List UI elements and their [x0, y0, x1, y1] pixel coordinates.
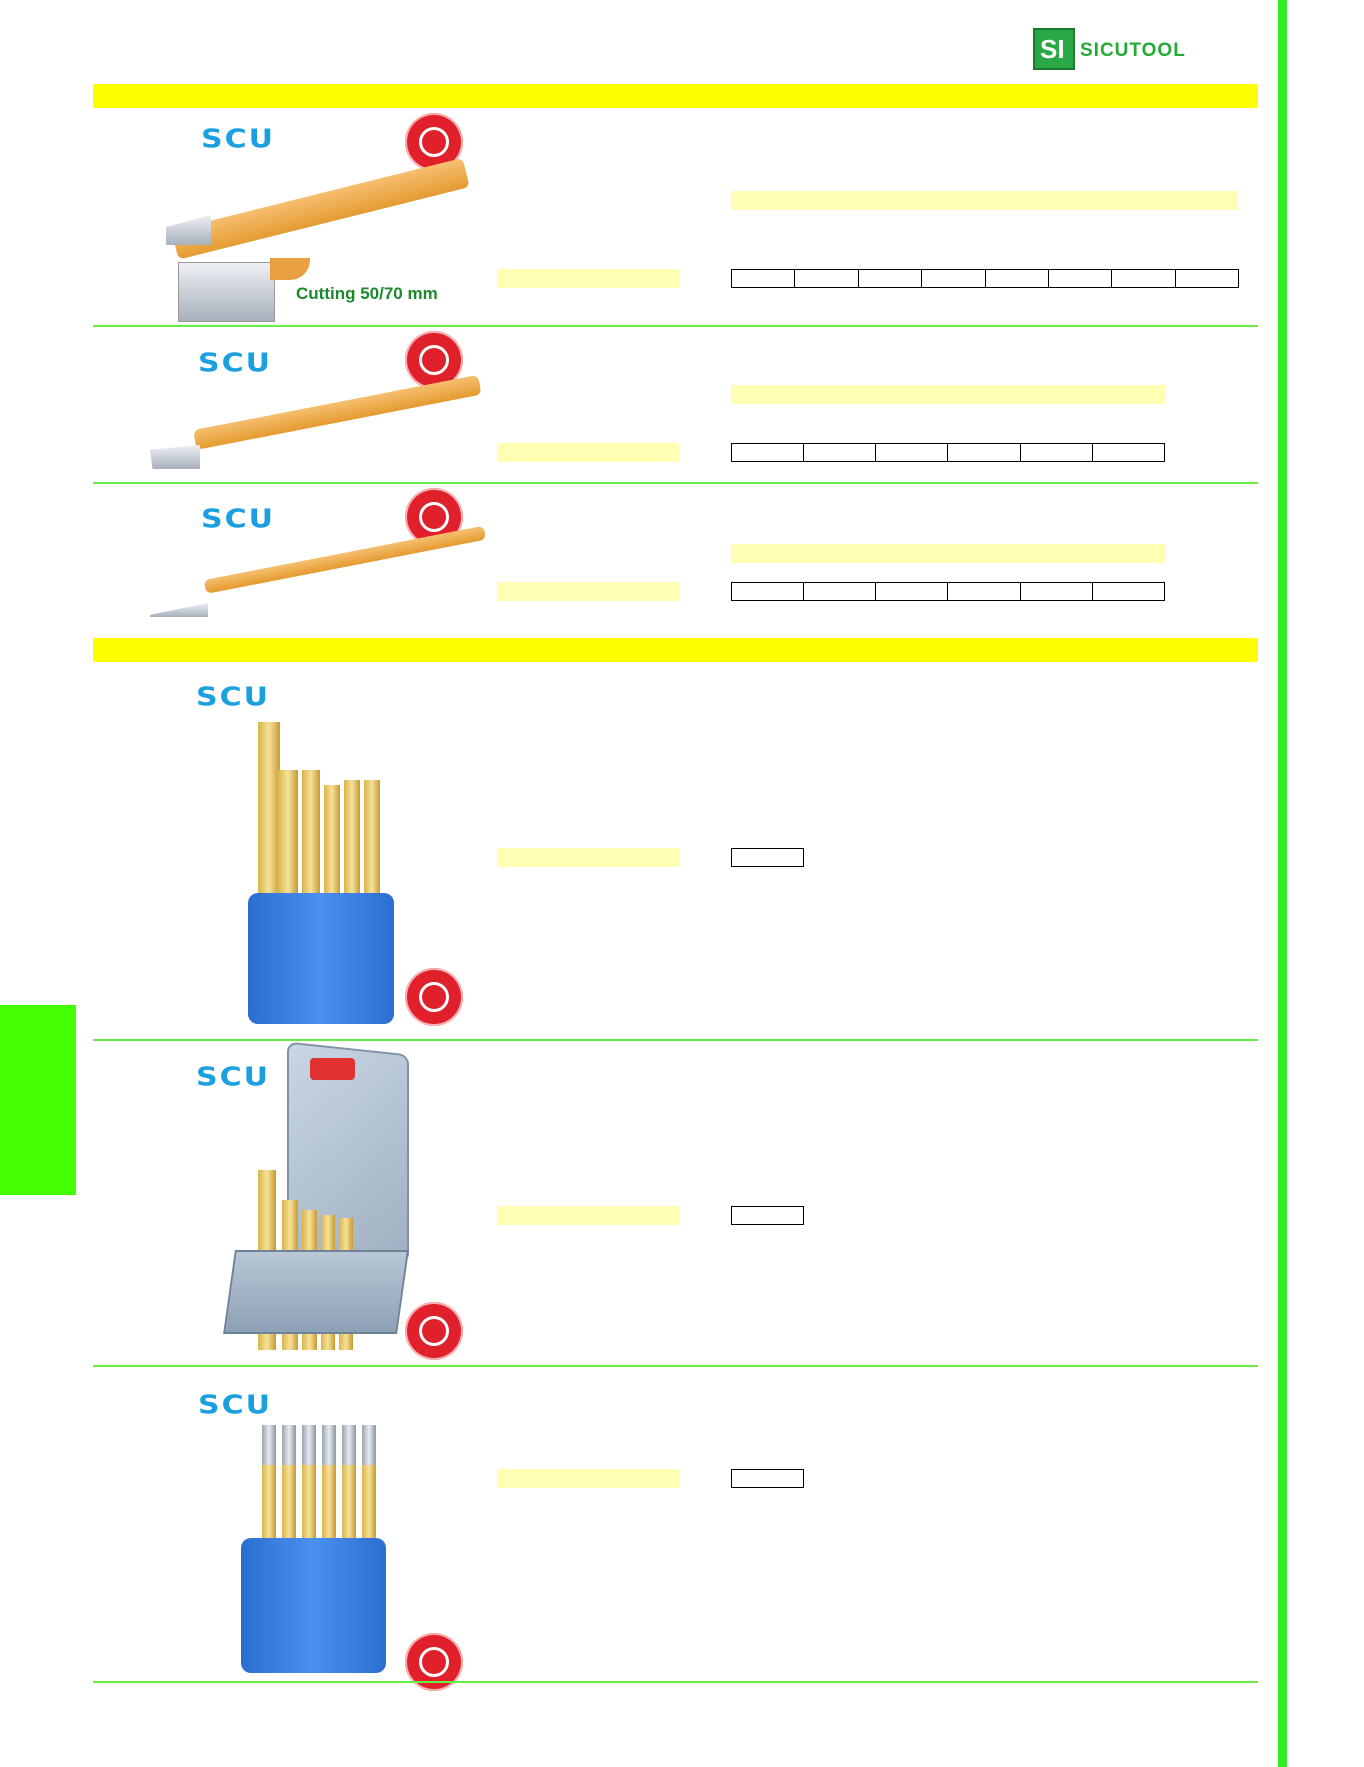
section-separator — [93, 1365, 1258, 1367]
pale-label-box — [497, 269, 679, 288]
cutting-caption: Cutting 50/70 mm — [296, 284, 438, 303]
punch-tip — [262, 1425, 276, 1465]
spec-table — [731, 1206, 804, 1225]
punch-tip — [342, 1425, 356, 1465]
spec-table — [731, 848, 804, 867]
chapter-tab — [0, 1005, 76, 1195]
brand-logo: SCU — [201, 124, 275, 155]
pale-label-box — [497, 1469, 679, 1488]
chisel-tip — [150, 603, 208, 617]
pale-header-box — [731, 191, 1238, 210]
metal-case-base-image — [223, 1250, 409, 1334]
plastic-holder-image — [248, 893, 394, 1024]
section-separator — [93, 1039, 1258, 1041]
safety-goggles-icon — [405, 968, 463, 1026]
brand-logo: SCU — [196, 682, 270, 713]
punch-tip — [322, 1425, 336, 1465]
punch-tip — [282, 1425, 296, 1465]
pale-label-box — [497, 848, 679, 867]
brand-logo: SCU — [196, 1062, 270, 1093]
cape-chisel-image — [203, 525, 487, 594]
spec-table — [730, 269, 1240, 288]
cut-sample-image — [178, 262, 275, 322]
section-band-middle — [93, 638, 1258, 662]
case-clasp — [310, 1058, 355, 1080]
punch-tip — [362, 1425, 376, 1465]
flat-chisel-image — [171, 157, 470, 260]
safety-goggles-icon — [405, 113, 463, 171]
cold-chisel-image — [193, 374, 482, 450]
spec-table — [730, 582, 1166, 601]
pale-label-box — [497, 582, 679, 601]
brand-logo: SCU — [201, 504, 275, 535]
pale-header-box — [731, 385, 1165, 404]
section-separator — [93, 482, 1258, 484]
plastic-holder-image — [241, 1538, 386, 1673]
safety-goggles-icon — [405, 1302, 463, 1360]
spec-table — [730, 443, 1166, 462]
logo-mark-icon: SI — [1033, 28, 1075, 70]
brand-logo: SCU — [198, 1390, 272, 1421]
brand-logo: SCU — [198, 348, 272, 379]
right-edge-bar — [1278, 0, 1287, 1767]
chisel-tip — [166, 215, 211, 245]
logo-text: SICUTOOL — [1080, 40, 1186, 61]
sicutool-logo: SI SICUTOOL — [1033, 28, 1223, 74]
pale-label-box — [497, 1206, 679, 1225]
spec-table — [731, 1469, 804, 1488]
section-band-top — [93, 84, 1258, 108]
safety-goggles-icon — [405, 331, 463, 389]
section-separator — [93, 1681, 1258, 1683]
chisel-tip — [150, 445, 200, 469]
pale-header-box — [731, 544, 1165, 563]
punch-tip — [302, 1425, 316, 1465]
section-separator — [93, 325, 1258, 327]
pale-label-box — [497, 443, 679, 462]
cut-chip-image — [270, 258, 310, 280]
